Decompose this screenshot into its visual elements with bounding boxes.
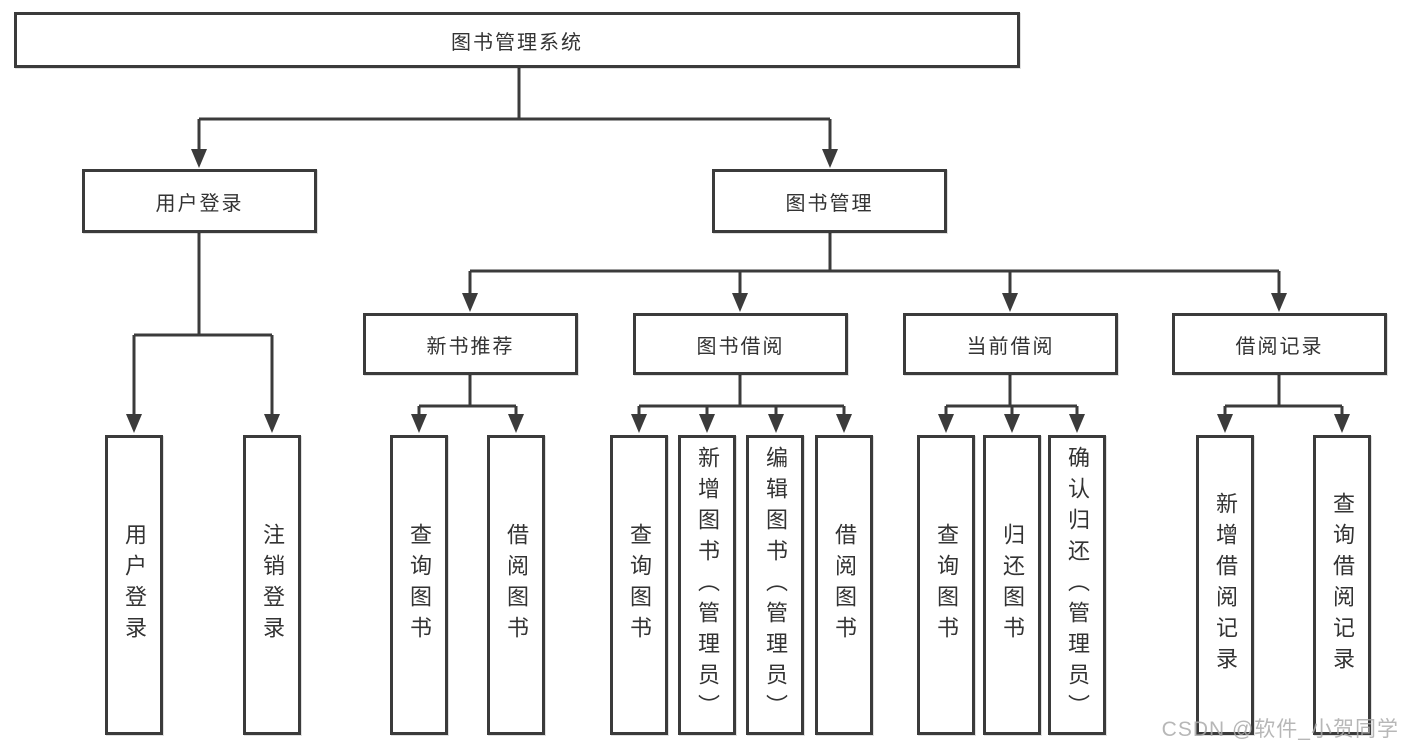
- leaf-current-query-books: 查询图书: [917, 435, 975, 735]
- leaf-label: 查询图书: [934, 523, 959, 647]
- connector-currentborrow-to-leaves: [944, 375, 1079, 415]
- leaf-newbooks-query-books: 查询图书: [390, 435, 448, 735]
- node-borrow-records: 借阅记录: [1172, 313, 1387, 375]
- node-label: 新书推荐: [426, 335, 515, 358]
- arrow-down-icon: [631, 414, 647, 433]
- leaf-label: 查询图书: [407, 523, 432, 647]
- leaf-label: 注销登录: [260, 523, 285, 647]
- node-library-system: 图书管理系统: [14, 12, 1020, 68]
- leaf-borrow-query-books: 查询图书: [610, 435, 668, 735]
- arrow-down-icon: [822, 149, 838, 168]
- arrow-down-icon: [411, 414, 427, 433]
- connector-root-to-level2: [197, 68, 832, 151]
- arrow-down-icon: [191, 149, 207, 168]
- leaf-newbooks-borrow-books: 借阅图书: [487, 435, 545, 735]
- arrow-down-icon: [1334, 414, 1350, 433]
- connector-userlogin-to-leaves: [132, 233, 274, 415]
- leaf-label: 借阅图书: [832, 523, 857, 647]
- leaf-label: 借阅图书: [504, 523, 529, 647]
- arrow-down-icon: [1004, 414, 1020, 433]
- leaf-label: 新增图书（管理员）: [695, 445, 720, 725]
- leaf-current-confirm-return-admin: 确认归还（管理员）: [1048, 435, 1106, 735]
- arrow-down-icon: [768, 414, 784, 433]
- node-book-borrow: 图书借阅: [633, 313, 848, 375]
- connector-lines: [132, 68, 1344, 415]
- node-label: 图书借阅: [696, 335, 785, 358]
- arrow-down-icon: [732, 293, 748, 312]
- leaf-logout-login: 注销登录: [243, 435, 301, 735]
- arrow-down-icon: [938, 414, 954, 433]
- connector-records-to-leaves: [1223, 375, 1344, 415]
- arrow-down-icon: [1217, 414, 1233, 433]
- node-label: 图书管理: [785, 192, 874, 215]
- connector-newbooks-to-leaves: [417, 375, 518, 415]
- leaf-label: 新增借阅记录: [1213, 492, 1238, 678]
- node-label: 用户登录: [155, 192, 244, 215]
- leaf-label: 查询图书: [627, 523, 652, 647]
- leaf-label: 确认归还（管理员）: [1065, 445, 1090, 725]
- arrowhead-icons: [126, 149, 1350, 433]
- leaf-borrow-edit-books-admin: 编辑图书（管理员）: [746, 435, 804, 735]
- node-label: 当前借阅: [966, 335, 1055, 358]
- leaf-borrow-borrow-books: 借阅图书: [815, 435, 873, 735]
- leaf-label: 查询借阅记录: [1330, 492, 1355, 678]
- node-current-borrow: 当前借阅: [903, 313, 1118, 375]
- connector-bookmgmt-to-level3: [468, 233, 1281, 295]
- arrow-down-icon: [508, 414, 524, 433]
- node-user-login: 用户登录: [82, 169, 317, 233]
- arrow-down-icon: [462, 293, 478, 312]
- leaf-current-return-books: 归还图书: [983, 435, 1041, 735]
- arrow-down-icon: [1002, 293, 1018, 312]
- leaf-label: 编辑图书（管理员）: [763, 445, 788, 725]
- leaf-records-query-record: 查询借阅记录: [1313, 435, 1371, 735]
- leaf-borrow-add-books-admin: 新增图书（管理员）: [678, 435, 736, 735]
- arrow-down-icon: [1271, 293, 1287, 312]
- arrow-down-icon: [126, 414, 142, 433]
- connector-bookborrow-to-leaves: [637, 375, 846, 415]
- arrow-down-icon: [1069, 414, 1085, 433]
- leaf-label: 用户登录: [122, 523, 147, 647]
- csdn-watermark: CSDN @软件_小贺同学: [1161, 718, 1399, 741]
- leaf-user-login: 用户登录: [105, 435, 163, 735]
- leaf-label: 归还图书: [1000, 523, 1025, 647]
- node-book-management: 图书管理: [712, 169, 947, 233]
- node-new-book-recommend: 新书推荐: [363, 313, 578, 375]
- node-label: 图书管理系统: [451, 31, 583, 54]
- arrow-down-icon: [699, 414, 715, 433]
- arrow-down-icon: [836, 414, 852, 433]
- arrow-down-icon: [264, 414, 280, 433]
- node-label: 借阅记录: [1235, 335, 1324, 358]
- leaf-records-add-record: 新增借阅记录: [1196, 435, 1254, 735]
